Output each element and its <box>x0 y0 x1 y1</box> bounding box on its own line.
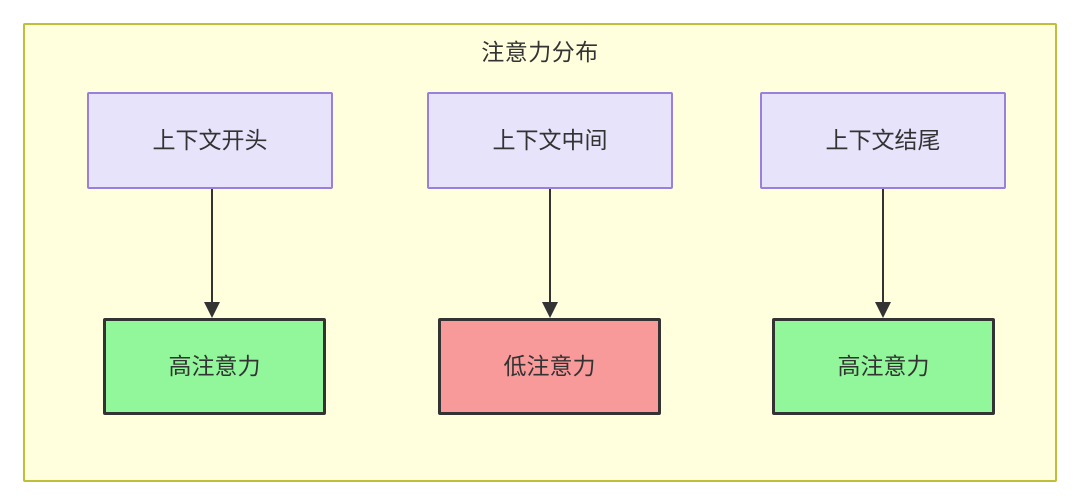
node-high-attention-end[interactable]: 高注意力 <box>772 318 995 415</box>
node-label: 高注意力 <box>168 352 261 379</box>
node-label: 高注意力 <box>837 352 930 379</box>
node-label: 上下文开头 <box>152 126 268 153</box>
node-label: 低注意力 <box>503 352 596 379</box>
node-context-end[interactable]: 上下文结尾 <box>760 92 1006 189</box>
node-label: 上下文中间 <box>492 126 608 153</box>
node-low-attention-middle[interactable]: 低注意力 <box>438 318 661 415</box>
node-context-middle[interactable]: 上下文中间 <box>427 92 673 189</box>
subgraph-title: 注意力分布 <box>481 39 599 65</box>
node-high-attention-start[interactable]: 高注意力 <box>103 318 326 415</box>
node-context-start[interactable]: 上下文开头 <box>87 92 333 189</box>
node-label: 上下文结尾 <box>825 126 941 153</box>
